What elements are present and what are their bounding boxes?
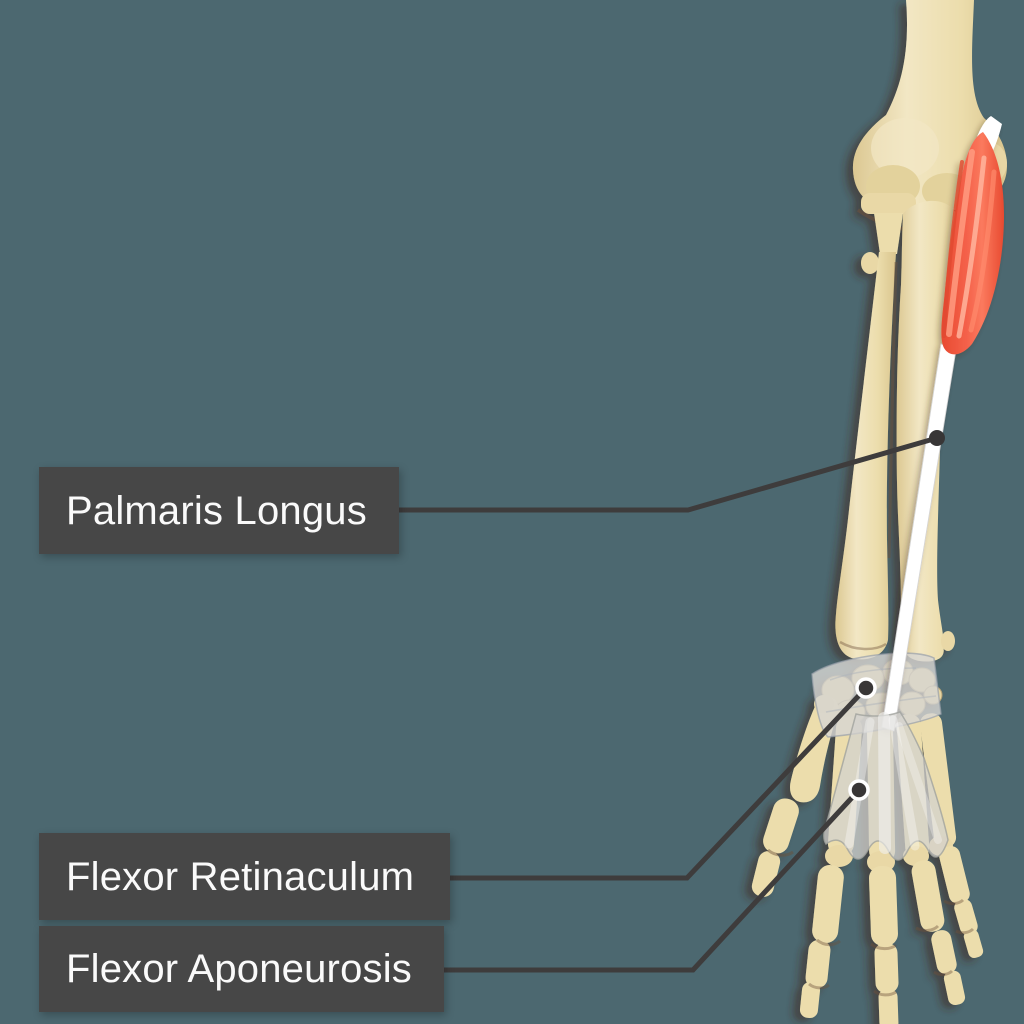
- ulnar-styloid: [941, 631, 955, 651]
- label-flexor-aponeurosis[interactable]: Flexor Aponeurosis: [39, 926, 444, 1012]
- muscle-striations: [942, 149, 997, 339]
- index-mcp-head: [825, 845, 853, 867]
- leader-line-flexor-retinaculum: [450, 686, 868, 881]
- index-proximal-phalanx: [812, 865, 844, 943]
- finger-joint-lines: [808, 898, 975, 997]
- interosseous-line: [887, 261, 898, 559]
- leader-dot-palmaris-longus: [929, 430, 945, 446]
- finger-phalanges: [799, 846, 984, 1024]
- leader-lines: [399, 430, 945, 973]
- thumb-proximal-phalanx: [763, 798, 799, 854]
- label-flexor-retinaculum[interactable]: Flexor Retinaculum: [39, 833, 450, 920]
- label-palmaris-longus-text: Palmaris Longus: [66, 488, 367, 533]
- index-distal-phalanx: [799, 981, 821, 1019]
- ring-proximal-phalanx: [911, 860, 945, 932]
- middle-proximal-phalanx: [869, 865, 898, 947]
- label-palmaris-longus[interactable]: Palmaris Longus: [39, 467, 399, 554]
- flexor-retinaculum-band: [811, 652, 942, 738]
- pinky-proximal-phalanx: [939, 846, 970, 904]
- radius-bone: [835, 193, 916, 660]
- leader-dot-flexor-aponeurosis: [848, 779, 870, 801]
- radial-head: [861, 193, 916, 214]
- pinky-distal-phalanx: [963, 929, 984, 958]
- retinaculum-detail-line: [829, 667, 917, 681]
- humerus-highlight: [871, 118, 939, 178]
- radial-tuberosity: [861, 252, 879, 274]
- label-flexor-retinaculum-text: Flexor Retinaculum: [66, 854, 415, 899]
- radius-distal-line: [839, 640, 887, 651]
- leader-line-flexor-aponeurosis: [444, 788, 861, 973]
- middle-distal-phalanx: [878, 988, 899, 1024]
- pinky-metacarpal: [920, 713, 957, 848]
- flexor-retinaculum-structure: [811, 652, 942, 738]
- radial-neck: [874, 213, 903, 254]
- index-middle-phalanx: [805, 939, 831, 989]
- ring-middle-phalanx: [931, 930, 957, 974]
- leader-line-palmaris-longus: [399, 435, 938, 513]
- thumb-ip-joint-line: [767, 848, 794, 857]
- leader-dot-flexor-retinaculum: [855, 677, 877, 699]
- pinky-middle-phalanx: [954, 899, 978, 935]
- retinaculum-detail-line-2: [825, 695, 937, 713]
- ring-distal-phalanx: [943, 970, 966, 1005]
- middle-middle-phalanx: [874, 942, 899, 994]
- radius-shaft: [835, 252, 896, 660]
- label-flexor-aponeurosis-text: Flexor Aponeurosis: [66, 947, 413, 991]
